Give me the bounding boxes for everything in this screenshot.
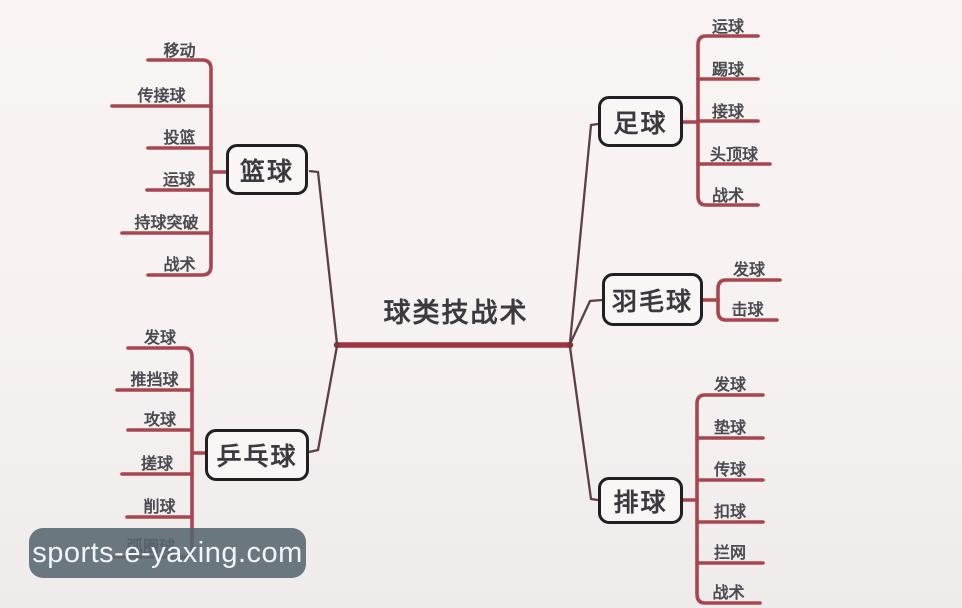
basketball-child-label-2: 投篮 xyxy=(163,130,196,147)
badminton-child-label-1: 击球 xyxy=(731,302,764,319)
tabletennis-child-label-0: 发球 xyxy=(143,330,176,347)
football-branch-lines xyxy=(681,34,772,207)
football-child-label-4: 战术 xyxy=(711,188,744,205)
volleyball-to-center-line xyxy=(568,346,599,502)
football-child-label-1: 踢球 xyxy=(711,62,744,79)
volleyball-child-label-5: 战术 xyxy=(712,585,745,602)
tabletennis-to-center-line xyxy=(308,345,339,454)
tabletennis-child-label-4: 削球 xyxy=(143,499,176,516)
badminton-to-center-line xyxy=(568,298,603,345)
volleyball-child-label-0: 发球 xyxy=(713,377,746,394)
tabletennis-child-label-1: 推挡球 xyxy=(130,372,179,389)
volleyball-child-label-2: 传球 xyxy=(713,462,746,479)
football-child-label-3: 头顶球 xyxy=(709,147,758,164)
basketball-child-label-3: 运球 xyxy=(162,172,195,189)
football-child-label-2: 接球 xyxy=(711,104,744,121)
root-topic-label: 球类技战术 xyxy=(383,298,529,328)
watermark-text: sports-e-yaxing.com xyxy=(32,536,303,569)
basketball-to-center-line xyxy=(308,169,339,345)
left-junction-dot xyxy=(333,341,341,349)
football-node: 足球 xyxy=(598,96,683,147)
volleyball-branch-lines xyxy=(681,393,765,605)
basketball-child-label-0: 移动 xyxy=(163,43,196,60)
basketball-child-label-5: 战术 xyxy=(163,257,196,274)
volleyball-node: 排球 xyxy=(598,477,683,524)
basketball-branch-lines xyxy=(110,58,228,277)
badminton-branch-lines xyxy=(701,278,782,322)
basketball-child-label-1: 传接球 xyxy=(137,88,186,105)
watermark-badge: sports-e-yaxing.com xyxy=(29,528,306,578)
volleyball-child-label-1: 垫球 xyxy=(713,420,746,437)
right-junction-dot xyxy=(566,341,574,349)
badminton-child-label-0: 发球 xyxy=(732,262,765,279)
tabletennis-branch-lines xyxy=(110,346,207,559)
football-to-center-line xyxy=(568,122,599,344)
tabletennis-node: 乒乓球 xyxy=(205,429,309,481)
tabletennis-child-label-3: 搓球 xyxy=(140,456,173,473)
tabletennis-child-label-2: 攻球 xyxy=(143,412,176,429)
badminton-node: 羽毛球 xyxy=(602,273,703,326)
basketball-child-label-4: 持球突破 xyxy=(134,215,199,232)
basketball-node: 篮球 xyxy=(226,144,308,195)
football-child-label-0: 运球 xyxy=(711,19,744,36)
volleyball-child-label-3: 扣球 xyxy=(713,504,746,521)
volleyball-child-label-4: 拦网 xyxy=(713,545,746,562)
